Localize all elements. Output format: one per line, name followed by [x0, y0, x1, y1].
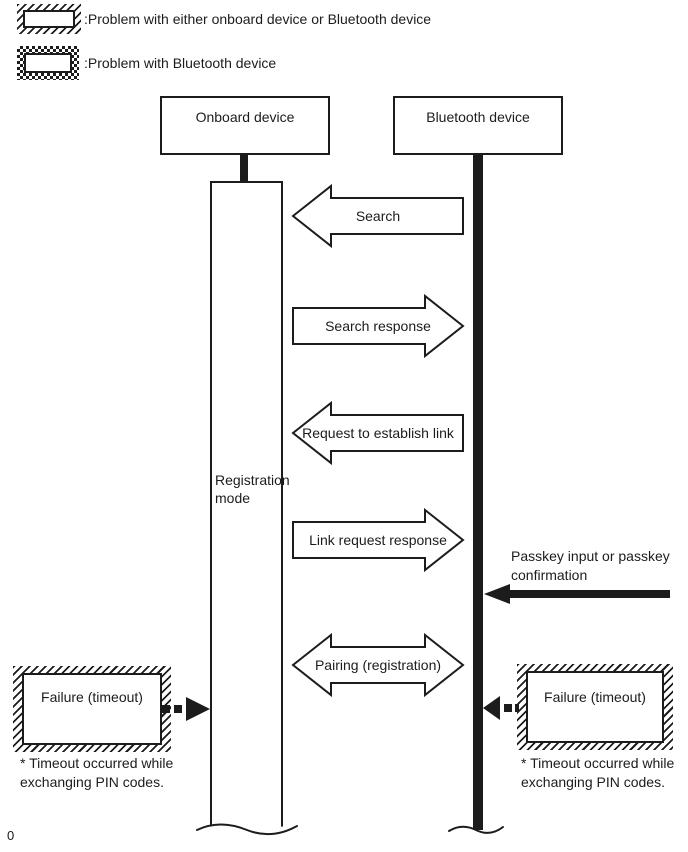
page-number: 0	[7, 828, 15, 843]
lifeline-break-wave-icon	[196, 823, 298, 836]
failure-timeout-box-bluetooth: Failure (timeout)	[517, 664, 673, 750]
dashed-arrow-right-icon	[162, 697, 210, 721]
legend-item-label: :Problem with Bluetooth device	[84, 55, 277, 71]
message-label: Pairing (registration)	[314, 657, 442, 673]
onboard-connector-line	[240, 154, 248, 182]
timeout-note-line: exchanging PIN codes.	[521, 774, 665, 790]
legend-item-label: :Problem with either onboard device or B…	[84, 11, 432, 27]
registration-mode-label: Registration mode	[215, 472, 290, 506]
message-label: Search	[355, 208, 401, 224]
timeout-note-line: * Timeout occurred while	[521, 755, 675, 771]
lifeline-break-wave-icon	[448, 825, 504, 834]
timeout-note-line: * Timeout occurred while	[20, 755, 174, 771]
onboard-device-box: Onboard device	[160, 96, 330, 155]
legend-hatch-swatch-icon	[17, 4, 81, 34]
link-response-arrow-to-bluetooth-icon	[292, 507, 465, 573]
search-response-arrow-to-bluetooth-icon	[292, 293, 465, 359]
message-label: Link request response	[309, 532, 447, 548]
pairing-double-arrow-icon	[291, 632, 465, 698]
bluetooth-device-box: Bluetooth device	[393, 96, 563, 155]
failure-timeout-box-onboard: Failure (timeout)	[13, 666, 171, 752]
passkey-label: Passkey input or passkey confirmation	[511, 548, 670, 583]
failure-label: Failure (timeout)	[41, 689, 143, 705]
passkey-arrow-icon	[484, 584, 670, 604]
bluetooth-device-label: Bluetooth device	[426, 109, 530, 125]
timeout-note-line: exchanging PIN codes.	[20, 774, 164, 790]
onboard-device-label: Onboard device	[195, 109, 295, 125]
bluetooth-lifeline	[473, 155, 483, 830]
registration-mode-lifeline: Registration mode	[210, 181, 290, 829]
message-label: Search response	[325, 318, 431, 334]
request-link-arrow-to-onboard-icon	[291, 400, 464, 466]
failure-label: Failure (timeout)	[544, 689, 646, 705]
message-label: Request to establish link	[302, 425, 454, 441]
search-arrow-to-onboard-icon	[291, 183, 464, 249]
legend-dotted-swatch-icon	[17, 46, 79, 80]
dashed-arrow-left-icon	[483, 696, 519, 720]
